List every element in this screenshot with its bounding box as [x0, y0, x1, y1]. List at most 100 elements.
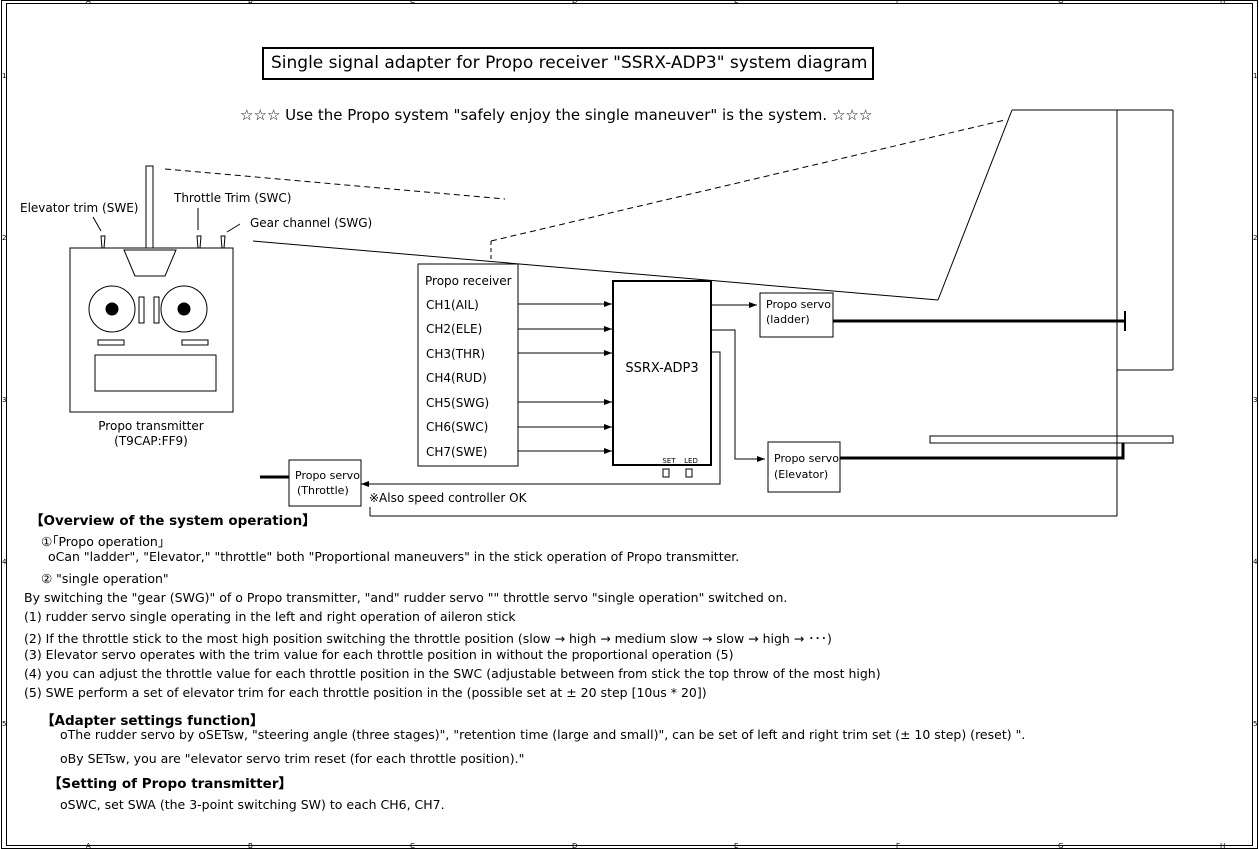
frame-number-right: 3	[1253, 396, 1257, 404]
overview-line: (5) SWE perform a set of elevator trim f…	[24, 685, 707, 700]
transmitter-caption: Propo transmitter	[98, 419, 203, 433]
throttle-output-arrow	[361, 351, 721, 487]
adapter-settings-line: oBy SETsw, you are "elevator servo trim …	[60, 751, 525, 766]
propo-operation-title: ①｢Propo operation｣	[41, 534, 165, 549]
receiver-channel: CH5(SWG)	[426, 396, 489, 410]
adapter-settings-line: oThe rudder servo by oSETsw, "steering a…	[60, 727, 1026, 742]
set-switch-icon	[662, 468, 670, 478]
arrow-line	[92, 216, 102, 232]
frame-letter-top: H	[1220, 0, 1225, 5]
transmitter-display	[94, 354, 217, 392]
frame-number-right: 1	[1253, 72, 1257, 80]
page-title: Single signal adapter for Propo receiver…	[262, 47, 874, 80]
receiver-box	[417, 263, 519, 467]
ladder-servo-label: Propo servo	[766, 298, 831, 311]
frame-letter-top: F	[896, 0, 900, 5]
propo-operation-text: oCan "ladder", "Elevator," "throttle" bo…	[48, 549, 740, 564]
frame-letter-bottom: A	[86, 842, 91, 849]
gear-channel-label: Gear channel (SWG)	[250, 216, 372, 230]
ladder-servo-sub: (ladder)	[766, 313, 810, 326]
overview-heading: 【Overview of the system operation】	[30, 513, 316, 529]
drawing-frame	[6, 3, 1253, 846]
frame-letter-top: B	[248, 0, 253, 5]
page-subtitle: ☆☆☆ Use the Propo system "safely enjoy t…	[240, 106, 873, 124]
output-wires	[361, 302, 765, 487]
channel-arrows	[518, 301, 612, 454]
adapter-name: SSRX-ADP3	[625, 361, 698, 376]
right-stick-knob-icon	[177, 302, 191, 316]
stabilizer-shape	[929, 435, 1174, 444]
frame-number-left: 3	[2, 396, 6, 404]
right-stick-gimbal-icon	[160, 285, 208, 333]
speed-controller-note: ※Also speed controller OK	[369, 491, 528, 505]
trim-slider-icon	[181, 339, 209, 346]
receiver-channel: CH7(SWE)	[426, 445, 487, 459]
led-icon	[685, 468, 693, 478]
elevator-servo-sub: (Elevator)	[774, 468, 828, 481]
overview-line: (3) Elevator servo operates with the tri…	[24, 647, 734, 662]
elevator-pushrod	[840, 443, 1125, 460]
frame-letter-bottom: G	[1058, 842, 1063, 849]
elevator-servo-label: Propo servo	[774, 452, 839, 465]
receiver-channel: CH3(THR)	[426, 347, 485, 361]
receiver-channel: CH6(SWC)	[426, 420, 488, 434]
receiver-title: Propo receiver	[425, 274, 512, 288]
elevator-trim-label: Elevator trim (SWE)	[20, 201, 138, 215]
radio-link-line	[164, 168, 506, 200]
transmitter-setting-line: oSWC, set SWA (the 3-point switching SW)…	[60, 797, 445, 812]
adapter-box	[612, 280, 712, 466]
frame-letter-bottom: E	[734, 842, 738, 849]
transmitter-body	[69, 247, 234, 413]
gear-switch-icon	[220, 235, 226, 249]
single-operation-title: ② "single operation"	[41, 571, 169, 586]
frame-letter-bottom: B	[248, 842, 253, 849]
ladder-servo-box	[759, 292, 834, 338]
overview-line: (4) you can adjust the throttle value fo…	[24, 666, 881, 681]
frame-number-right: 2	[1253, 234, 1257, 242]
frame-letter-top: E	[734, 0, 738, 5]
led-label: LED	[684, 457, 698, 465]
antenna-icon	[145, 165, 154, 249]
elevator-output-arrow	[711, 329, 765, 462]
frame-number-left: 1	[2, 72, 6, 80]
trim-slider-icon	[153, 296, 160, 324]
frame-letter-top: A	[86, 0, 91, 5]
receiver-channel: CH2(ELE)	[426, 322, 482, 336]
throttle-servo-sub: (Throttle)	[297, 484, 349, 497]
transmitter-handle	[123, 249, 177, 277]
transmitter-drawing	[69, 165, 506, 413]
frame-number-left: 5	[2, 720, 6, 728]
trim-slider-icon	[138, 296, 145, 324]
frame-letter-top: G	[1058, 0, 1063, 5]
throttle-trim-label: Throttle Trim (SWC)	[173, 191, 291, 205]
frame-number-left: 4	[2, 558, 7, 566]
frame-letter-top: C	[410, 0, 415, 5]
transmitter-setting-heading: 【Setting of Propo transmitter】	[48, 776, 292, 792]
frame-number-right: 5	[1253, 720, 1257, 728]
elevator-trim-switch-icon	[100, 235, 106, 249]
throttle-trim-switch-icon	[196, 235, 202, 249]
fuselage-line	[937, 109, 1013, 301]
frame-number-right: 4	[1253, 558, 1258, 566]
frame-letter-bottom: H	[1220, 842, 1225, 849]
fuselage-line	[252, 240, 939, 301]
frame-letter-bottom: D	[572, 842, 577, 849]
frame-letter-bottom: F	[896, 842, 900, 849]
overview-line: By switching the "gear (SWG)" of o Propo…	[24, 590, 788, 605]
throttle-servo-label: Propo servo	[295, 469, 360, 482]
transmitter-model: (T9CAP:FF9)	[114, 434, 188, 448]
throttle-servo-box	[288, 459, 362, 507]
set-label: SET	[662, 457, 676, 465]
frame-number-left: 2	[2, 234, 6, 242]
receiver-channel: CH1(AIL)	[426, 298, 479, 312]
adapter-settings-heading: 【Adapter settings function】	[41, 713, 264, 729]
left-stick-gimbal-icon	[88, 285, 136, 333]
arrow-line	[226, 223, 241, 233]
frame-letter-top: D	[572, 0, 577, 5]
trim-slider-icon	[97, 339, 125, 346]
overview-line: (1) rudder servo single operating in the…	[24, 609, 516, 624]
receiver-channel: CH4(RUD)	[426, 371, 487, 385]
left-stick-knob-icon	[105, 302, 119, 316]
